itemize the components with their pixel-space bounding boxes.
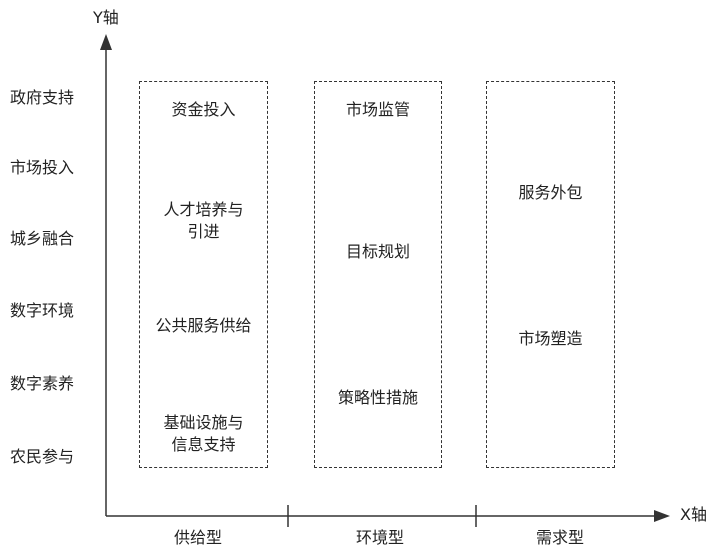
y-label-2: 城乡融合 [10, 229, 75, 248]
supply-item-1-line-0: 人才培养与 [163, 200, 244, 219]
supply-item-3-line-0: 基础设施与 [163, 413, 244, 432]
x-category-1: 环境型 [355, 528, 404, 547]
y-axis-title: Y轴 [93, 8, 119, 27]
y-label-1: 市场投入 [10, 158, 75, 177]
group-box-environment [314, 81, 442, 468]
demand-item-1: 市场塑造 [486, 328, 615, 350]
supply-item-0-line-0: 资金投入 [171, 100, 236, 119]
environment-item-1: 目标规划 [314, 241, 442, 263]
y-label-5: 农民参与 [10, 447, 75, 466]
supply-item-2: 公共服务供给 [139, 315, 268, 337]
demand-item-1-line-0: 市场塑造 [518, 329, 583, 348]
supply-item-3-line-1: 信息支持 [171, 435, 236, 454]
environment-item-0: 市场监管 [314, 99, 442, 121]
supply-item-1-line-1: 引进 [187, 222, 220, 241]
environment-item-2: 策略性措施 [314, 387, 442, 409]
environment-item-1-line-0: 目标规划 [345, 242, 410, 261]
y-label-0: 政府支持 [10, 88, 75, 107]
x-category-2: 需求型 [535, 528, 584, 547]
supply-item-3: 基础设施与 信息支持 [139, 412, 268, 456]
supply-item-2-line-0: 公共服务供给 [155, 316, 252, 335]
y-label-4: 数字素养 [10, 374, 75, 393]
supply-item-0: 资金投入 [139, 99, 268, 121]
x-axis-title: X轴 [680, 505, 707, 524]
x-category-0: 供给型 [173, 528, 222, 547]
demand-item-0: 服务外包 [486, 182, 615, 204]
environment-item-2-line-0: 策略性措施 [337, 388, 418, 407]
environment-item-0-line-0: 市场监管 [345, 100, 410, 119]
group-box-demand [486, 81, 615, 468]
group-box-supply [139, 81, 268, 468]
supply-item-1: 人才培养与 引进 [139, 199, 268, 243]
demand-item-0-line-0: 服务外包 [518, 183, 583, 202]
y-axis-arrow-icon [100, 34, 112, 50]
x-axis-arrow-icon [654, 510, 670, 522]
y-label-3: 数字环境 [10, 301, 75, 320]
